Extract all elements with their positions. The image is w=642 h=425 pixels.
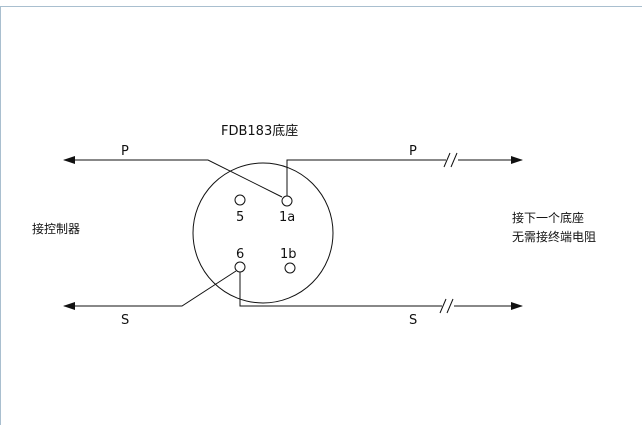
wire-label-s-left: S [121,313,129,328]
terminal-label-5: 5 [236,210,244,225]
terminal-1a-hole [281,195,293,207]
break-symbol-p [443,152,458,168]
controller-label: 接控制器 [32,221,80,236]
terminal-6-hole [234,261,246,273]
diagram-title: FDB183底座 [221,123,298,139]
terminal-label-1a: 1a [279,210,295,225]
wire-label-s-right: S [409,313,417,328]
wire-s-right [239,272,523,310]
wire-p-right [286,156,523,196]
wire-label-p-right: P [409,144,417,159]
break-symbol-s [439,298,454,314]
wire-label-p-left: P [121,144,129,159]
terminal-label-6: 6 [236,247,244,262]
wire-s-left [63,270,237,310]
terminal-5-hole [234,194,246,206]
frame-border [0,6,642,425]
base-circle [192,162,334,304]
terminal-1b-hole [284,262,296,274]
terminal-label-1b: 1b [280,247,297,262]
wire-p-left [63,156,283,198]
next-base-label: 接下一个底座 [512,210,584,225]
no-terminal-resistor-label: 无需接终端电阻 [512,229,596,244]
